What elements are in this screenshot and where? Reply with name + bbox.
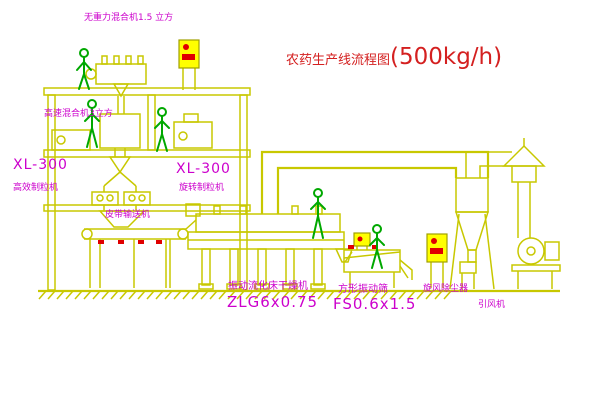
ground-line xyxy=(38,289,560,300)
high-speed-mixer xyxy=(99,113,141,192)
granulator-left xyxy=(91,191,151,228)
indicator-light-icon xyxy=(357,236,363,242)
diagram-title: 农药生产线流程图(500kg/h) xyxy=(286,44,502,70)
worker-figure-1 xyxy=(76,48,92,90)
label-granulator-left-model: XL-300 xyxy=(13,157,68,173)
label-granulator-left-name: 高效制粒机 xyxy=(13,183,59,193)
label-vibrating-screen-model: FS0.6x1.5 xyxy=(333,295,417,313)
feeder-box xyxy=(353,232,371,250)
worker-figure-3 xyxy=(154,107,170,152)
label-belt-conveyor: 皮带输送机 xyxy=(105,210,151,220)
control-cabinet-upper xyxy=(178,39,200,90)
dosing-machine xyxy=(51,129,91,151)
label-fluid-bed-dryer-model: ZLG6x0.75 xyxy=(227,293,319,311)
label-granulator-right-name: 旋转制粒机 xyxy=(179,183,225,193)
building-frame xyxy=(43,87,251,291)
diagram-title-text: 农药生产线流程图 xyxy=(286,53,391,68)
induced-draft-fan xyxy=(511,237,561,289)
worker-figure-4 xyxy=(310,188,326,239)
vibrating-screen xyxy=(343,245,413,288)
label-induced-draft-fan: 引风机 xyxy=(478,300,506,310)
indicator-light-icon xyxy=(431,238,437,244)
label-fluid-bed-dryer: 振动流化床干燥机 xyxy=(228,281,308,292)
label-cyclone: 旋风除尘器 xyxy=(423,284,469,294)
label-high-speed-mixer: 高速混合机3立方 xyxy=(44,109,113,119)
control-cabinet-lower xyxy=(426,233,448,288)
fluid-bed-dryer xyxy=(185,203,354,290)
worker-figure-5 xyxy=(369,224,385,269)
ground-hatch xyxy=(38,290,452,300)
exhaust-duct xyxy=(260,150,490,214)
label-zero-gravity-mixer: 无重力混合机1.5 立方 xyxy=(84,13,174,23)
diagram-title-capacity: (500kg/h) xyxy=(390,44,503,70)
cyclone-dust-collector xyxy=(449,151,512,290)
indicator-light-icon xyxy=(183,44,189,50)
label-vibrating-screen: 方形振动筛 xyxy=(338,284,388,295)
vent-cap xyxy=(502,138,546,238)
belt-conveyor xyxy=(81,219,197,288)
worker-figure-2 xyxy=(84,99,100,148)
granulator-right xyxy=(173,113,213,149)
label-granulator-right-model: XL-300 xyxy=(176,161,231,177)
